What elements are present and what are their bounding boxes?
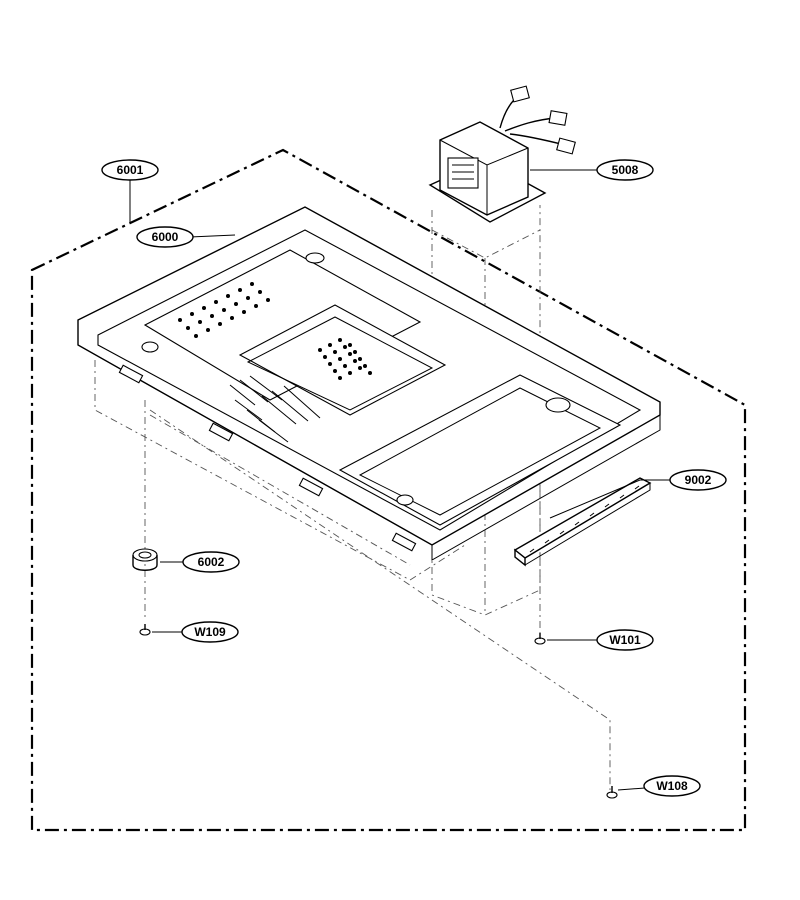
mounting-bosses: [141, 252, 571, 506]
vent-holes-center: [318, 338, 372, 380]
callout-W101-label: W101: [609, 633, 641, 647]
vent-holes-left: [178, 282, 270, 338]
callout-5008-label: 5008: [612, 163, 639, 177]
callout-W108: W108: [643, 775, 701, 797]
foot: [132, 548, 158, 571]
leader-lines: [129, 169, 670, 791]
callout-6002: 6002: [182, 551, 240, 573]
callout-W101: W101: [596, 629, 654, 651]
callout-6002-label: 6002: [198, 555, 225, 569]
assembly-boundary: [30, 148, 747, 832]
callout-W109-label: W109: [194, 625, 226, 639]
callout-9002: 9002: [669, 469, 727, 491]
spacer-strip: [513, 477, 652, 567]
callout-9002-label: 9002: [685, 473, 712, 487]
callout-6000-label: 6000: [152, 230, 179, 244]
vent-slots: [229, 375, 321, 443]
base-plate: [77, 206, 661, 561]
callout-6001: 6001: [101, 159, 159, 181]
callout-6001-label: 6001: [117, 163, 144, 177]
screw-w109: [139, 624, 151, 636]
callout-W109: W109: [181, 621, 239, 643]
callout-W108-label: W108: [656, 779, 688, 793]
screw-w101: [534, 633, 546, 645]
callout-6000: 6000: [136, 226, 194, 248]
high-voltage-transformer: [428, 85, 576, 223]
screw-w108: [606, 786, 618, 799]
callout-5008: 5008: [596, 159, 654, 181]
base-tabs: [118, 364, 417, 552]
